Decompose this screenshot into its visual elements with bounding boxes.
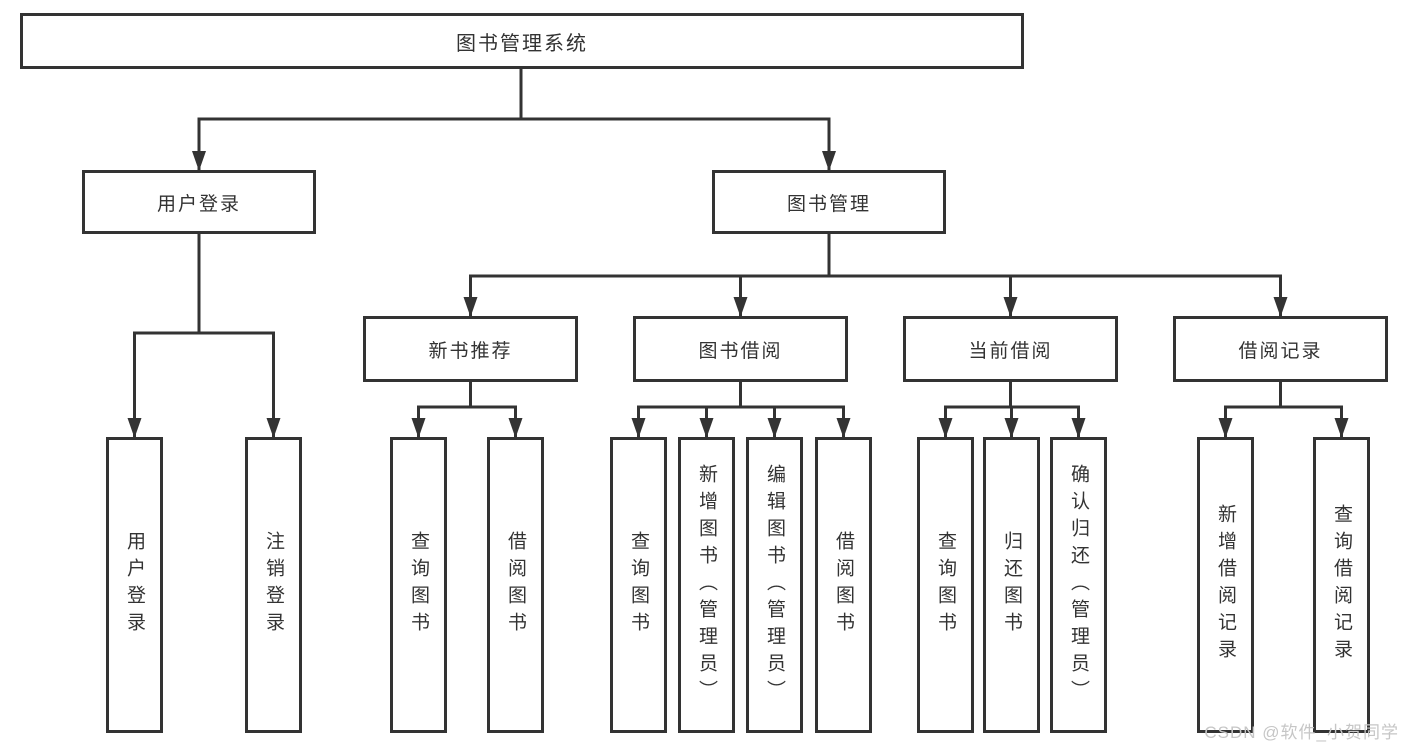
edge-user-login-to-leaves [127,234,281,438]
node-borrow-record: 借阅记录 [1173,316,1388,382]
node-user-login: 用户登录 [82,170,316,234]
node-label: 查询图书 [935,531,956,639]
node-root: 图书管理系统 [20,13,1024,69]
node-label: 用户登录 [124,531,145,639]
node-label: 注销登录 [263,531,284,639]
node-leaf-user-login: 用户登录 [106,437,163,733]
node-leaf-query-books-2: 查询图书 [610,437,667,733]
node-new-book-recommend: 新书推荐 [363,316,578,382]
node-label: 归还图书 [1001,531,1022,639]
edge-book-borrow-to-leaves [631,382,851,438]
node-label: 新书推荐 [428,340,513,362]
node-label: 当前借阅 [968,340,1053,362]
node-label: 用户登录 [156,193,241,215]
node-leaf-add-borrow-record: 新增借阅记录 [1197,437,1254,733]
node-leaf-add-books-admin: 新增图书（管理员） [678,437,735,733]
edge-borrow-record-to-leaves [1218,382,1349,438]
node-leaf-query-borrow-record: 查询借阅记录 [1313,437,1370,733]
watermark: CSDN @软件_小贺同学 [1204,723,1399,742]
node-label: 新增借阅记录 [1215,504,1236,666]
node-leaf-borrow-books-2: 借阅图书 [815,437,872,733]
node-label: 编辑图书（管理员） [764,463,785,707]
node-leaf-edit-books-admin: 编辑图书（管理员） [746,437,803,733]
node-label: 图书管理系统 [456,32,588,55]
node-leaf-query-books-1: 查询图书 [390,437,447,733]
node-current-borrow: 当前借阅 [903,316,1118,382]
node-label: 查询图书 [628,531,649,639]
edge-current-borrow-to-leaves [938,382,1086,438]
node-leaf-borrow-books-1: 借阅图书 [487,437,544,733]
node-label: 新增图书（管理员） [696,463,717,707]
node-book-borrow: 图书借阅 [633,316,848,382]
node-book-management: 图书管理 [712,170,946,234]
edge-new-book-recommend-to-leaves [411,382,523,438]
node-label: 查询图书 [408,531,429,639]
edge-root-to-level2 [192,69,836,171]
node-label: 借阅图书 [505,531,526,639]
node-label: 图书借阅 [698,340,783,362]
node-label: 图书管理 [786,193,871,215]
node-label: 确认归还（管理员） [1068,463,1089,707]
edge-book-management-to-level3 [463,234,1288,317]
node-label: 查询借阅记录 [1331,504,1352,666]
node-leaf-confirm-return-admin: 确认归还（管理员） [1050,437,1107,733]
node-leaf-query-books-3: 查询图书 [917,437,974,733]
node-leaf-logout: 注销登录 [245,437,302,733]
node-label: 借阅图书 [833,531,854,639]
node-label: 借阅记录 [1238,340,1323,362]
node-leaf-return-books: 归还图书 [983,437,1040,733]
